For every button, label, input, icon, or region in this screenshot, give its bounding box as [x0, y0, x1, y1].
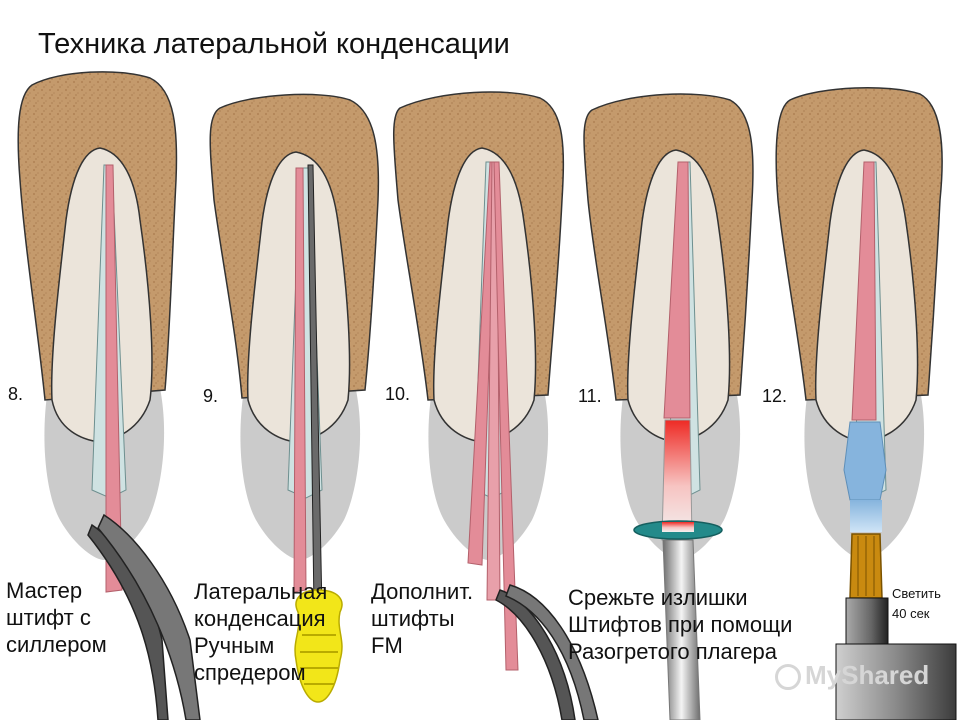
tooth-10: [393, 91, 565, 671]
step-number-12: 12.: [762, 386, 788, 406]
step-number-10: 10.: [385, 384, 411, 404]
gutta-percha-cone: [851, 161, 877, 421]
gutta-percha-cone: [663, 161, 691, 419]
step-number-11: 11.: [578, 386, 602, 406]
watermark-icon: [775, 664, 801, 691]
step-caption-12: Светить 40 сек: [892, 586, 941, 621]
gutta-percha-cone: [105, 164, 123, 593]
step-caption-10: Дополнит. штифты FM: [371, 579, 474, 658]
watermark: MyShared: [775, 660, 929, 691]
plugger-icon: [633, 419, 723, 720]
tweezers-icon: [495, 584, 599, 720]
step-caption-11: Срежьте излишки Штифтов при помощи Разог…: [568, 585, 793, 664]
tooth-12: [775, 87, 943, 560]
step-caption-8: Мастер штифт с силлером: [6, 578, 107, 657]
tooth-8: [17, 71, 178, 593]
gutta-percha-cone: [493, 161, 519, 671]
tooth-9: [209, 93, 380, 611]
curing-light-icon: [835, 421, 957, 720]
gutta-percha-cone: [293, 167, 307, 593]
spreader-handle-icon: [294, 589, 343, 703]
step-caption-9: Латеральная конденсация Ручным спредером: [194, 579, 328, 685]
step-number-9: 9.: [203, 386, 219, 406]
page-title: Техника латеральной конденсации: [38, 28, 510, 60]
step-number-8: 8.: [8, 384, 24, 404]
